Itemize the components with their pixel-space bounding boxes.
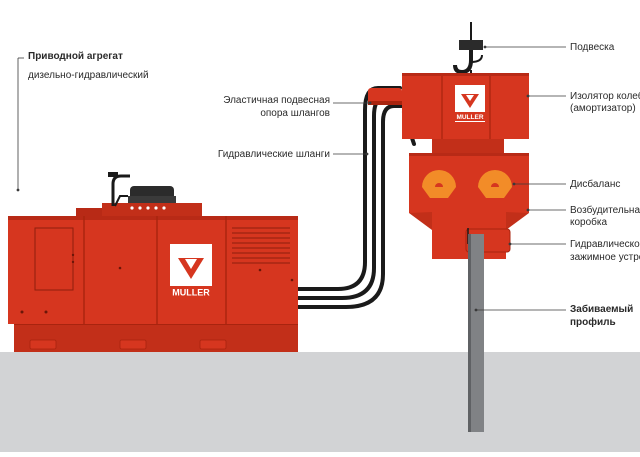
leader-lines xyxy=(17,46,566,311)
power-pack-body xyxy=(8,216,298,324)
label-hose-support-line2: опора шлангов xyxy=(260,108,330,119)
label-power-pack: Приводной агрегат xyxy=(28,51,123,62)
label-isolator: Изолятор колебаний xyxy=(570,91,640,102)
brand-name-large: MULLER xyxy=(172,288,210,298)
label-clamp-line2: зажимное устройство xyxy=(570,252,640,263)
hydraulic-hoses xyxy=(295,86,416,309)
label-eccentric: Дисбаланс xyxy=(570,179,621,190)
pile-profile xyxy=(468,234,484,432)
label-exciter: Возбудительная xyxy=(570,205,640,216)
vibration-isolator: MULLER xyxy=(402,73,529,139)
eccentric-weights xyxy=(422,170,512,198)
label-clamp: Гидравлическое xyxy=(570,239,640,250)
leader-dots xyxy=(16,45,530,312)
engine-exhaust xyxy=(76,172,202,216)
label-hose-support: Эластичная подвесная xyxy=(223,95,330,106)
power-pack-skid xyxy=(14,322,298,352)
label-power-pack-subtitle: дизельно-гидравлический xyxy=(28,70,149,81)
label-pile-line2: профиль xyxy=(570,317,616,328)
crane-hook xyxy=(453,22,483,75)
label-isolator-line2: (амортизатор) xyxy=(570,103,636,114)
ground xyxy=(0,352,640,452)
label-pendant: Подвеска xyxy=(570,42,615,53)
elastic-hose-support xyxy=(368,88,402,105)
label-exciter-line2: коробка xyxy=(570,217,608,228)
vibratory-hammer: MULLER xyxy=(402,22,529,259)
brand-name-small: MULLER xyxy=(456,114,483,121)
label-pile: Забиваемый xyxy=(570,304,634,315)
muller-logo-large: MULLER xyxy=(168,244,214,298)
cooling-vents xyxy=(232,227,290,264)
power-pack: MULLER xyxy=(8,172,298,352)
muller-logo-small: MULLER xyxy=(453,85,487,122)
label-hydraulic-hoses: Гидравлические шланги xyxy=(217,149,330,160)
